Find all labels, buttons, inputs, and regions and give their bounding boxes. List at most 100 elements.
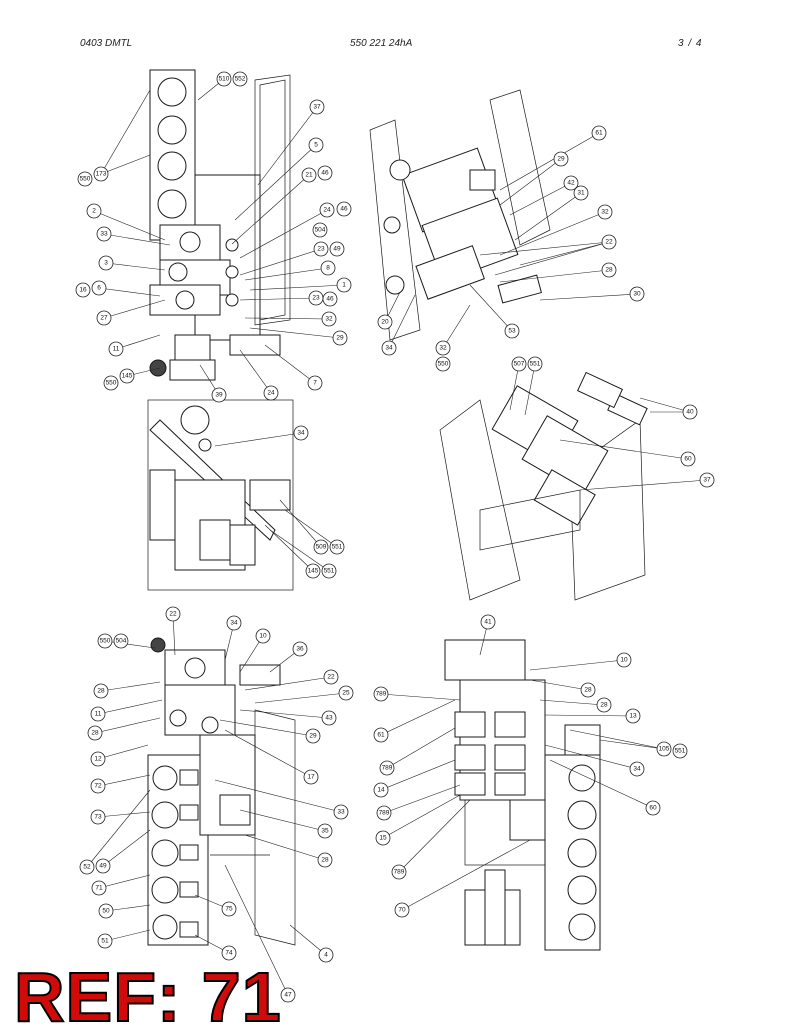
svg-text:47: 47 [284, 992, 292, 999]
callout: 15 [375, 794, 461, 846]
svg-text:24: 24 [267, 390, 275, 397]
callout: 105 [569, 729, 672, 757]
svg-text:4: 4 [324, 952, 328, 959]
svg-text:74: 74 [225, 950, 233, 957]
callout: 25 [254, 685, 354, 704]
callout: 49 [95, 829, 151, 874]
callouts-bottom-left: 22 550 504 34 10 36 28 22 25 11 43 28 29… [79, 606, 354, 1003]
page-number: 3 / 4 [678, 38, 703, 49]
svg-text:73: 73 [94, 814, 102, 821]
document-code: 0403 DMTL [80, 38, 133, 49]
callout: 789 [391, 799, 471, 880]
callout: 1 [249, 277, 352, 293]
callout: 551 [284, 509, 345, 555]
callout: 28 [244, 834, 333, 868]
svg-text:75: 75 [225, 906, 233, 913]
svg-text:10: 10 [259, 633, 267, 640]
callout: 552 [232, 71, 248, 87]
callout: 551 [524, 356, 543, 416]
svg-text:29: 29 [309, 733, 317, 740]
callout: 34 [224, 615, 242, 661]
svg-text:14: 14 [377, 787, 385, 794]
svg-text:70: 70 [398, 907, 406, 914]
callout: 35 [239, 809, 333, 839]
callouts-bottom-right: 41 10 789 28 61 28 13 789 105 551 14 34 … [373, 614, 688, 918]
callout: 72 [90, 774, 151, 794]
callout: 49 [329, 241, 345, 257]
svg-text:52: 52 [83, 864, 91, 871]
callout: 34 [381, 294, 416, 356]
svg-text:28: 28 [584, 687, 592, 694]
callout: 46 [336, 201, 352, 217]
svg-text:17: 17 [307, 774, 315, 781]
svg-text:61: 61 [377, 732, 385, 739]
svg-text:23: 23 [312, 295, 320, 302]
svg-text:34: 34 [230, 620, 238, 627]
callout: 550 [97, 633, 156, 649]
callout: 173 [93, 89, 151, 182]
callout: 40 [639, 397, 698, 420]
svg-text:61: 61 [595, 130, 603, 137]
svg-text:7: 7 [313, 380, 317, 387]
svg-text:2: 2 [92, 208, 96, 215]
callout: 145 [119, 367, 161, 384]
callout: 789 [376, 784, 461, 821]
reference-label: REF: 71 [13, 958, 282, 1036]
svg-text:789: 789 [376, 691, 387, 698]
svg-text:11: 11 [95, 711, 102, 718]
callout: 47 [224, 864, 296, 1003]
callout: 46 [322, 291, 338, 307]
svg-text:550: 550 [438, 361, 449, 368]
callout: 6 [91, 280, 161, 297]
svg-text:789: 789 [379, 810, 390, 817]
callout: 61 [499, 125, 607, 191]
svg-text:34: 34 [385, 345, 393, 352]
callout: 37 [257, 99, 325, 186]
svg-text:504: 504 [116, 638, 127, 645]
callout: 22 [479, 234, 617, 276]
svg-text:20: 20 [381, 319, 389, 326]
svg-text:39: 39 [215, 392, 223, 399]
callout: 7 [264, 344, 323, 391]
svg-text:28: 28 [605, 267, 613, 274]
svg-text:13: 13 [629, 713, 637, 720]
callout: 70 [394, 839, 531, 918]
callout: 28 [93, 681, 161, 699]
svg-text:509: 509 [316, 544, 327, 551]
svg-text:6: 6 [97, 285, 101, 292]
svg-text:46: 46 [321, 170, 329, 177]
callout: 21 [231, 167, 317, 245]
callout: 60 [559, 439, 696, 467]
callout: 32 [435, 304, 471, 356]
callout: 789 [373, 686, 461, 702]
svg-text:23: 23 [317, 246, 325, 253]
callout: 33 [214, 779, 349, 820]
callout: 60 [549, 759, 661, 816]
callout: 37 [579, 472, 715, 491]
svg-text:22: 22 [169, 611, 177, 618]
callout: 46 [317, 165, 333, 181]
callout: 61 [373, 699, 456, 743]
svg-text:145: 145 [308, 568, 319, 575]
svg-text:550: 550 [80, 176, 91, 183]
callout: 27 [96, 299, 166, 326]
svg-text:34: 34 [297, 430, 305, 437]
svg-text:41: 41 [484, 619, 492, 626]
callouts-top-left: 510 552 37 5 21 46 24 46 504 49 23 8 1 2… [75, 71, 352, 403]
view-bottom-left [147, 637, 296, 946]
callout: 10 [529, 652, 632, 671]
svg-text:551: 551 [675, 748, 686, 755]
svg-text:31: 31 [577, 190, 585, 197]
view-mid-right [439, 371, 648, 601]
svg-text:22: 22 [327, 674, 335, 681]
svg-text:33: 33 [337, 809, 345, 816]
callout: 5 [234, 137, 324, 221]
svg-text:49: 49 [99, 863, 107, 870]
svg-text:32: 32 [439, 345, 447, 352]
callout: 33 [96, 226, 171, 246]
callout: 551 [269, 529, 337, 579]
svg-text:72: 72 [94, 783, 102, 790]
callout: 14 [373, 759, 456, 798]
view-top-left [149, 69, 291, 381]
svg-text:12: 12 [94, 756, 102, 763]
